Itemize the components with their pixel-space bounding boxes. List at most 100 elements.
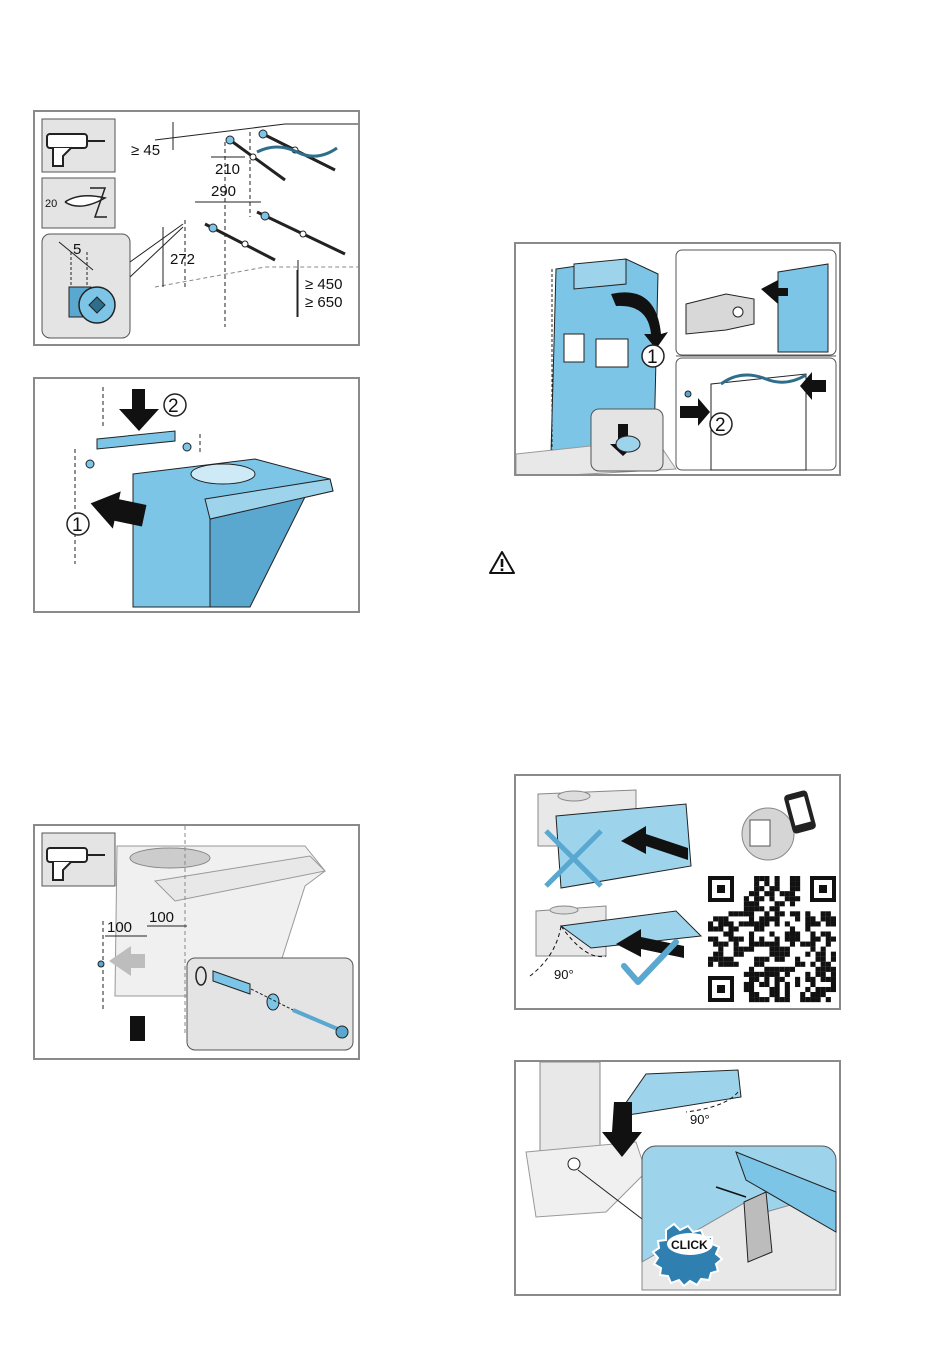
qr-cell: [805, 911, 810, 916]
figure-chimney-fitting: 1 2: [514, 242, 841, 476]
qr-cell: [739, 921, 744, 926]
qr-cell: [708, 962, 713, 967]
qr-code-icon: [708, 876, 836, 1002]
mounting-rail: [97, 431, 175, 449]
qr-cell: [708, 921, 713, 926]
dim-450-label: ≥ 450: [305, 276, 342, 293]
qr-cell: [821, 931, 826, 936]
qr-cell: [785, 987, 790, 992]
qr-cell: [831, 921, 836, 926]
qr-cell: [785, 992, 790, 997]
qr-cell: [795, 937, 800, 942]
qr-cell: [749, 977, 754, 982]
qr-cell: [785, 896, 790, 901]
qr-cell: [744, 972, 749, 977]
qr-cell: [785, 891, 790, 896]
qr-cell: [749, 997, 754, 1002]
qr-cell: [810, 921, 815, 926]
dim-650-label: ≥ 650: [305, 294, 342, 311]
qr-cell: [718, 926, 723, 931]
qr-cell: [795, 886, 800, 891]
qr-cell: [769, 886, 774, 891]
qr-cell: [821, 957, 826, 962]
qr-cell: [795, 896, 800, 901]
qr-cell: [790, 967, 795, 972]
figure-filter-click: 90° CLICK: [514, 1060, 841, 1296]
qr-cell: [780, 957, 785, 962]
qr-cell: [826, 931, 831, 936]
qr-cell: [775, 937, 780, 942]
qr-cell: [826, 997, 831, 1002]
qr-cell: [754, 977, 759, 982]
qr-cell: [831, 972, 836, 977]
qr-cell: [749, 982, 754, 987]
figure-wall-dimensions: 20 5 ≥ 45 210 290 272 ≥ 450 ≥ 650: [33, 110, 360, 346]
bit-size-label: 20: [45, 198, 57, 210]
qr-cell: [775, 967, 780, 972]
qr-cell: [744, 947, 749, 952]
step-2-label: 2: [168, 396, 179, 417]
qr-cell: [754, 891, 759, 896]
dim-top-label: ≥ 45: [131, 142, 160, 159]
qr-cell: [795, 911, 800, 916]
qr-cell: [744, 982, 749, 987]
washer-icon: [267, 994, 279, 1010]
qr-cell: [826, 921, 831, 926]
qr-cell: [810, 962, 815, 967]
angle-label: 90°: [690, 1112, 710, 1127]
qr-cell: [769, 967, 774, 972]
qr-cell: [754, 972, 759, 977]
qr-cell: [754, 962, 759, 967]
qr-cell: [785, 937, 790, 942]
qr-cell: [749, 901, 754, 906]
qr-cell: [800, 962, 805, 967]
qr-cell: [785, 967, 790, 972]
screw-icon: [685, 391, 691, 397]
qr-cell: [775, 997, 780, 1002]
qr-cell: [754, 906, 759, 911]
qr-cell: [831, 967, 836, 972]
qr-cell: [749, 947, 754, 952]
qr-cell: [764, 982, 769, 987]
dim-290-label: 290: [211, 183, 236, 200]
qr-cell: [759, 962, 764, 967]
qr-cell: [754, 921, 759, 926]
qr-cell: [826, 916, 831, 921]
qr-cell: [764, 977, 769, 982]
qr-cell: [713, 926, 718, 931]
qr-cell: [728, 957, 733, 962]
qr-cell: [759, 972, 764, 977]
qr-cell: [734, 947, 739, 952]
qr-cell: [754, 997, 759, 1002]
qr-cell: [805, 952, 810, 957]
qr-cell: [795, 977, 800, 982]
qr-cell: [708, 957, 713, 962]
qr-cell: [759, 886, 764, 891]
qr-cell: [754, 881, 759, 886]
qr-cell: [769, 896, 774, 901]
qr-cell: [821, 952, 826, 957]
qr-cell: [831, 987, 836, 992]
qr-cell: [775, 947, 780, 952]
filter-panel: [616, 1070, 741, 1117]
qr-cell: [821, 987, 826, 992]
qr-cell: [754, 886, 759, 891]
qr-cell: [780, 901, 785, 906]
qr-cell: [795, 931, 800, 936]
qr-cell: [821, 962, 826, 967]
qr-cell: [805, 997, 810, 1002]
qr-cell: [826, 987, 831, 992]
qr-cell: [821, 947, 826, 952]
qr-cell: [769, 906, 774, 911]
qr-cell: [775, 876, 780, 881]
qr-cell: [764, 997, 769, 1002]
qr-cell: [713, 942, 718, 947]
dim-210-label: 210: [215, 161, 240, 178]
qr-cell: [790, 931, 795, 936]
qr-cell: [718, 942, 723, 947]
qr-cell: [759, 957, 764, 962]
qr-cell: [723, 916, 728, 921]
qr-cell: [769, 952, 774, 957]
qr-cell: [764, 876, 769, 881]
qr-cell: [764, 967, 769, 972]
